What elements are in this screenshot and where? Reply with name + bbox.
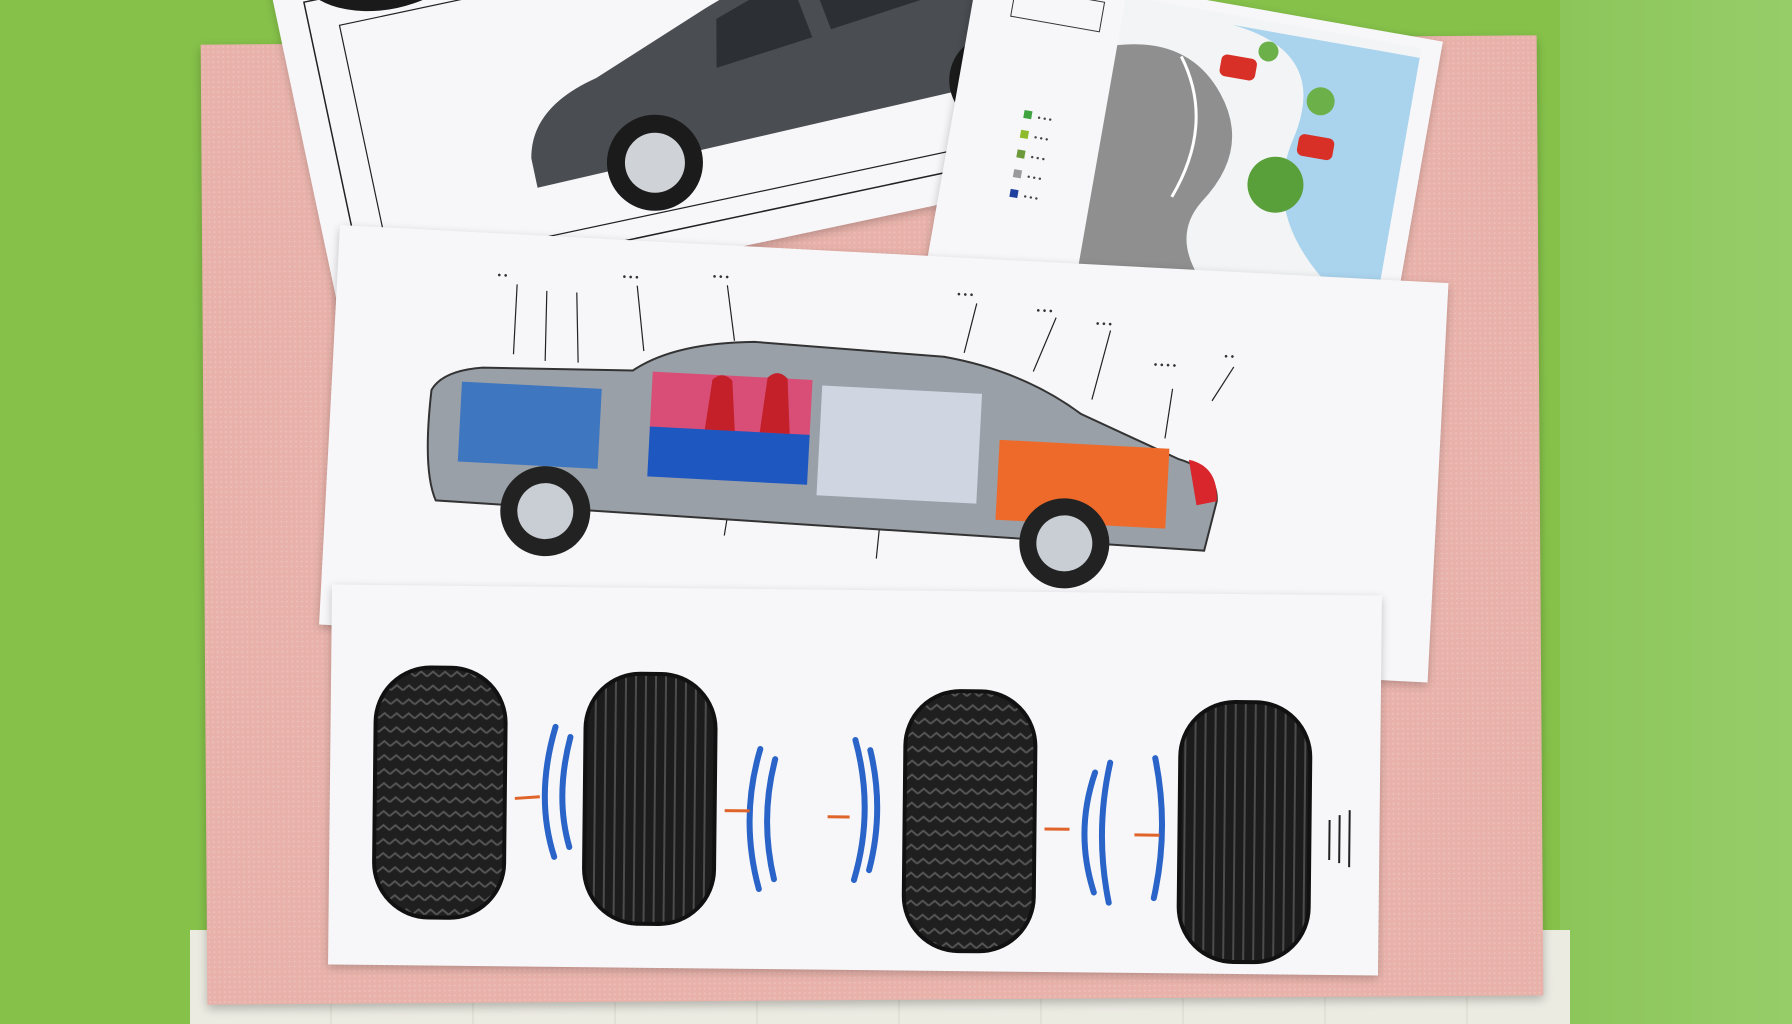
callout-labels: • • • • • • • • • • • • • • • • • • • • … (497, 270, 1235, 372)
svg-text:• • •: • • • (1037, 112, 1053, 124)
tire-icon (901, 689, 1038, 954)
callout-lines (512, 284, 1235, 559)
tire-noise-sheet (328, 584, 1382, 976)
sound-lines-icon (1328, 810, 1351, 868)
svg-text:• • •: • • • (1096, 319, 1113, 331)
svg-text:• • • •: • • • • (1153, 360, 1176, 372)
arrow-icon (514, 795, 1160, 837)
svg-text:• • •: • • • (957, 289, 974, 301)
tire-icon (372, 665, 508, 920)
cutaway-car-drawing: • • • • • • • • • • • • • • • • • • • • … (426, 270, 1235, 589)
cutaway-car-icon (426, 340, 1218, 589)
green-wall-right (1560, 0, 1792, 1024)
cutaway-car-sheet: • • • • • • • • • • • • • • • • • • • • … (319, 225, 1449, 683)
map-legend: • • • • • • • • • • • • • • • (1009, 110, 1053, 204)
svg-text:• • •: • • • (1030, 152, 1046, 164)
svg-text:• •: • • (1224, 351, 1235, 363)
sound-wave-icon (541, 723, 1166, 906)
tire-icon (582, 671, 718, 926)
svg-text:• • •: • • • (1033, 132, 1049, 144)
svg-text:• • •: • • • (712, 272, 729, 284)
svg-text:• • •: • • • (1026, 172, 1042, 184)
tire-noise-drawing (372, 665, 1351, 965)
red-car-icon (1219, 54, 1335, 161)
seat-icon (704, 373, 790, 434)
tire-photo-icon (296, 0, 475, 12)
tree-icon (1247, 41, 1335, 213)
svg-text:• • •: • • • (1036, 306, 1053, 318)
svg-text:• •: • • (497, 270, 508, 282)
svg-text:• • •: • • • (622, 272, 639, 284)
svg-text:• • •: • • • (1023, 191, 1039, 203)
tire-icon (1176, 699, 1313, 965)
